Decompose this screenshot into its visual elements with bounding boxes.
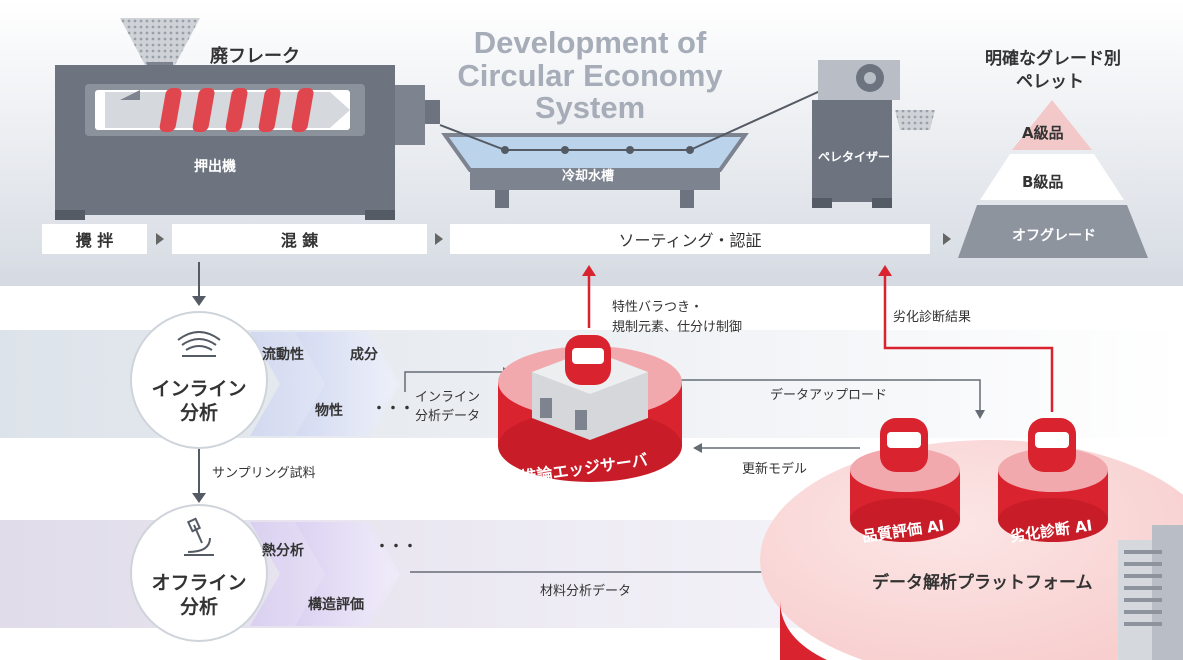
inline-more: ・・・ <box>372 401 414 417</box>
edge-note-1: 特性バラつき・ <box>612 300 704 315</box>
grade-a-label: A級品 <box>1022 124 1064 142</box>
grade-b-label: B級品 <box>1022 173 1064 191</box>
inline-data-1: インライン <box>415 390 481 405</box>
process-sorting: ソーティング・認証 <box>450 224 930 254</box>
inline-label-1: インライン <box>151 378 247 400</box>
extruder-label: 押出機 <box>194 159 236 175</box>
offline-item-structure: 構造評価 <box>308 597 364 613</box>
edge-server-illustration <box>498 335 682 482</box>
flow-arrow-icon <box>943 233 951 245</box>
edge-server-label: 推論エッジサーバ <box>519 450 649 487</box>
degradation-ai-label: 劣化診断 AI <box>1009 516 1094 546</box>
flow-arrow-icon <box>156 233 164 245</box>
inline-label-2: 分析 <box>179 402 218 424</box>
flake-label: 廃フレーク <box>210 46 300 67</box>
title-line1: Development of <box>473 25 707 60</box>
cooling-tank-label: 冷却水槽 <box>562 169 615 184</box>
update-model-label: 更新モデル <box>742 462 808 477</box>
title-line3: System <box>534 90 646 125</box>
offline-chevrons <box>250 522 400 626</box>
extruder-illustration <box>55 18 440 220</box>
inline-item-property: 物性 <box>315 403 343 419</box>
inline-chevrons <box>250 332 400 436</box>
wave-icon <box>177 331 221 357</box>
upload-label: データアップロード <box>770 388 888 403</box>
pelletizer-label: ペレタイザー <box>818 150 891 164</box>
edge-note-2: 規制元素、仕分け制御 <box>612 320 743 335</box>
cooling-tank-illustration <box>439 81 841 208</box>
platform-illustration <box>760 418 1183 660</box>
process-stir: 攪 拌 <box>42 224 147 254</box>
flow-arrow-icon <box>435 233 443 245</box>
platform-label: データ解析プラットフォーム <box>872 573 1093 593</box>
offline-label-2: 分析 <box>179 596 218 618</box>
sampling-label: サンプリング試料 <box>212 466 316 481</box>
offline-item-thermal: 熱分析 <box>262 543 304 559</box>
grade-pyramid <box>958 100 1148 258</box>
inline-data-2: 分析データ <box>415 409 481 424</box>
pellet-heading-1: 明確なグレード別 <box>985 49 1121 69</box>
inline-item-fluidity: 流動性 <box>262 347 304 363</box>
quality-ai-label: 品質評価 AI <box>861 516 946 546</box>
microscope-icon <box>184 517 214 556</box>
title-line2: Circular Economy <box>457 58 723 93</box>
offline-data-label: 材料分析データ <box>540 584 632 599</box>
process-kneading: 混 錬 <box>172 224 427 254</box>
pellet-heading-2: ペレット <box>1016 72 1084 92</box>
off-grade-label: オフグレード <box>1012 228 1096 244</box>
degradation-result-label: 劣化診断結果 <box>893 310 972 325</box>
inline-item-component: 成分 <box>350 347 378 363</box>
offline-more: ・・・ <box>375 539 417 555</box>
offline-label-1: オフライン <box>151 572 247 594</box>
pelletizer-illustration <box>812 60 935 208</box>
